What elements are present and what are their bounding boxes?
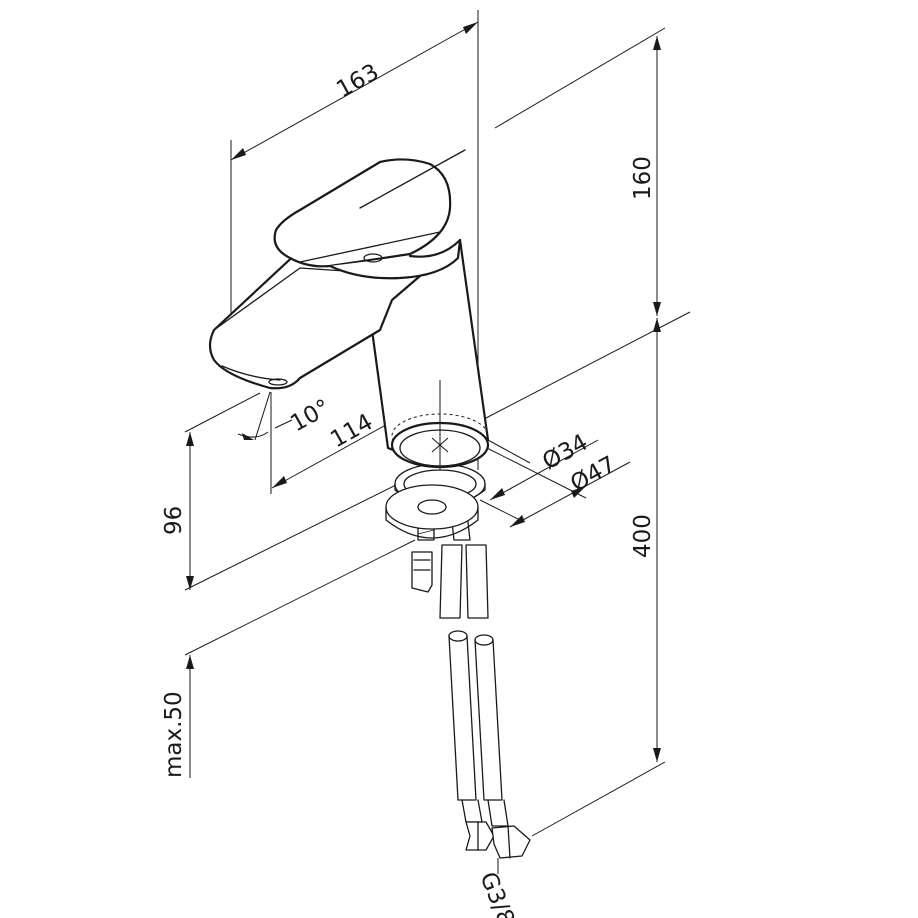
- dimension-400: [653, 318, 661, 762]
- label-max-counter: max.50: [161, 691, 187, 778]
- dimension-160: [653, 36, 661, 316]
- dimension-10deg: [237, 419, 293, 440]
- mounting-hardware: [385, 463, 486, 541]
- label-hose-length: 400: [630, 514, 656, 558]
- dimension-163: [230, 21, 479, 161]
- extension-lines: [184, 10, 691, 837]
- label-overall-height: 160: [630, 156, 656, 200]
- dimension-phi47: [509, 461, 631, 528]
- faucet-body: [208, 149, 490, 470]
- label-spout-height: 96: [161, 506, 187, 535]
- label-overall-length: 163: [332, 59, 383, 103]
- label-thread-size: G3/8: [474, 869, 519, 918]
- dimension-96: [186, 432, 194, 590]
- dimension-phi34: [489, 439, 599, 501]
- dimension-max50: [186, 655, 194, 778]
- label-spout-reach: 114: [326, 409, 377, 453]
- supply-hoses: [411, 467, 531, 874]
